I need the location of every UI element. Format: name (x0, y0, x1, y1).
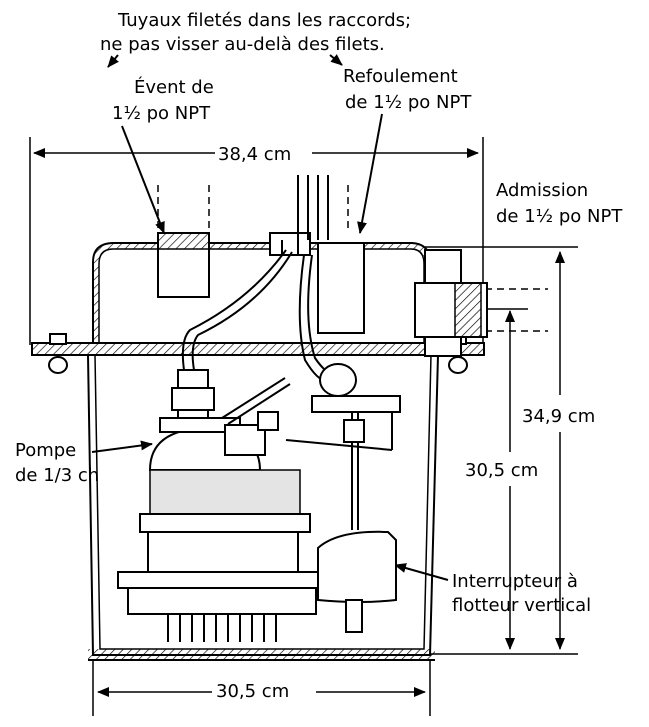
arrow-icon (329, 54, 343, 66)
arrow-icon (394, 563, 449, 581)
dimension-bottom-width: 30,5 cm (216, 681, 289, 702)
dimension-inlet-height: 30,5 cm (465, 460, 538, 481)
switch-label-line-2: flotteur vertical (452, 595, 591, 616)
discharge-label-line-2: de 1½ po NPT (345, 92, 472, 113)
note-line-1: Tuyaux filetés dans les raccords; (117, 10, 411, 31)
inlet-fitting (414, 249, 488, 357)
dimension-lines (29, 137, 578, 716)
dimension-top-width: 38,4 cm (218, 144, 291, 165)
vent-label-line-2: 1½ po NPT (112, 103, 211, 124)
dimension-total-height: 34,9 cm (522, 406, 595, 427)
discharge-label-line-1: Refoulement (343, 66, 458, 87)
inlet-label-line-1: Admission (496, 180, 588, 201)
pump (117, 369, 319, 642)
pump-label-line-2: de 1/3 ch (15, 465, 99, 486)
float-switch (285, 363, 401, 633)
arrow-icon (357, 113, 383, 234)
vent-fitting (157, 232, 210, 298)
leader-arrows (91, 54, 449, 581)
switch-label-line-1: Interrupteur à (452, 571, 578, 592)
pump-label-line-1: Pompe (15, 440, 76, 461)
arrow-icon (91, 440, 153, 453)
discharge-fitting (269, 232, 365, 334)
arrow-icon (121, 125, 165, 234)
sump-basin (31, 242, 485, 661)
note-line-2: ne pas visser au-delà des filets. (100, 34, 385, 55)
inlet-label-line-2: de 1½ po NPT (496, 206, 623, 227)
vent-label-line-1: Évent de (134, 76, 214, 98)
arrow-icon (107, 54, 119, 68)
